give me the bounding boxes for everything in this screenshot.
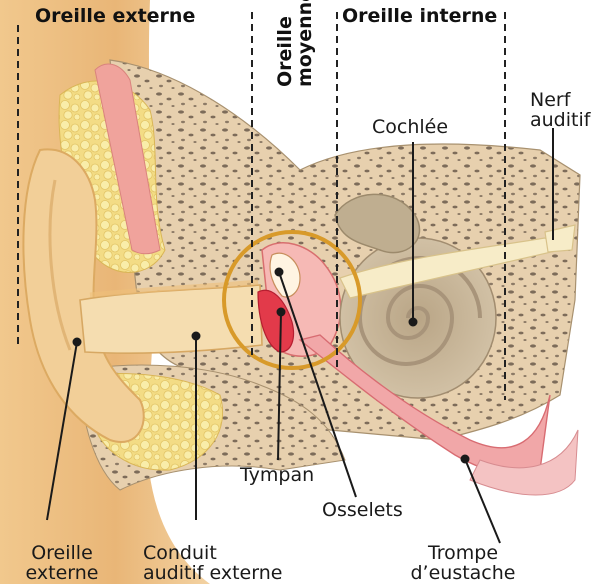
section-outer-ear: Oreille externe (35, 5, 195, 27)
section-middle-ear-line1: Oreille (275, 17, 295, 87)
label-osselets: Osselets (322, 500, 403, 520)
label-conduit-line2: auditif externe (143, 563, 282, 583)
label-nerf-line1: Nerf (530, 90, 590, 110)
section-inner-ear: Oreille interne (342, 5, 497, 27)
label-oreille-ext-line2: externe (22, 563, 102, 583)
label-oreille-ext-line1: Oreille (22, 543, 102, 563)
label-trompe-line1: Trompe (408, 543, 518, 563)
label-tympan: Tympan (240, 465, 314, 485)
section-middle-ear: Oreille moyenne (275, 17, 315, 87)
label-cochlee: Cochlée (372, 117, 448, 137)
label-nerf-auditif: Nerf auditif (530, 90, 590, 130)
label-conduit-line1: Conduit (143, 543, 282, 563)
section-middle-ear-line2: moyenne (295, 17, 315, 87)
label-nerf-line2: auditif (530, 110, 590, 130)
label-oreille-externe: Oreille externe (22, 543, 102, 583)
label-conduit-auditif-externe: Conduit auditif externe (143, 543, 282, 583)
label-trompe-eustache: Trompe d’eustache (408, 543, 518, 583)
label-trompe-line2: d’eustache (408, 563, 518, 583)
